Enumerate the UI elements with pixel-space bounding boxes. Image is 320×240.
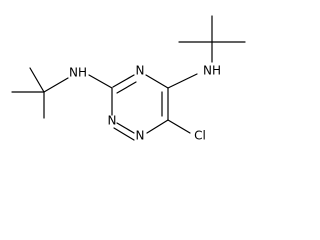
atom-label-nh-right: NH	[203, 64, 221, 78]
left-tert-butylamino-bonds	[11, 67, 113, 119]
atom-label-n4: N	[136, 64, 145, 78]
bond-n1-n2	[116, 122, 135, 134]
bond-c5-nh-right	[167, 73, 198, 89]
atom-label-cl: Cl	[194, 129, 206, 143]
bond-c3-n4-double	[116, 81, 137, 94]
molecule-structure: N N N NH NH Cl	[11, 15, 246, 143]
bond-c6-cl	[167, 119, 191, 134]
atom-label-nh-left: NH	[69, 66, 87, 80]
bond-c3-nh-left	[88, 74, 113, 89]
atom-label-n1: N	[136, 129, 145, 143]
bond-n1-n2-double	[113, 127, 135, 141]
right-tert-butylamino-bonds	[167, 15, 246, 89]
triazine-ring-bonds	[111, 74, 169, 141]
bond-c6-n1	[146, 119, 169, 134]
bond-n4-c5	[145, 74, 169, 89]
atom-label-n2: N	[108, 114, 117, 128]
bond-c3-n4	[112, 74, 135, 88]
bond-cq-left-methyl-up	[29, 67, 45, 93]
bond-nh-left-cq	[43, 77, 69, 93]
